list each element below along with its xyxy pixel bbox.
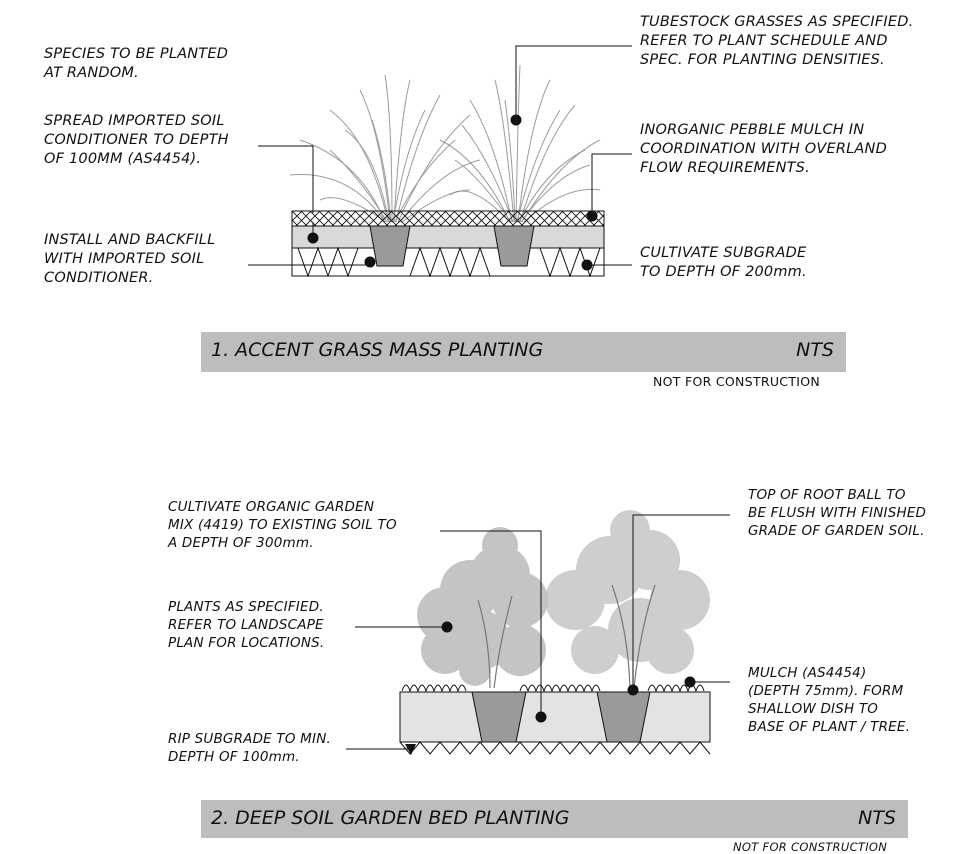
detail1-pot-left <box>369 225 411 267</box>
detail1-pot-right <box>493 225 535 267</box>
detail2-shrub-right <box>545 510 710 674</box>
detail2-mulch-loops <box>401 684 705 693</box>
note-species-random: SPECIES TO BE PLANTED AT RANDOM. <box>44 46 229 81</box>
detail2-scale: NTS <box>858 807 896 829</box>
detail1-grass-clump-left <box>289 74 481 223</box>
note-cultivate-subgrade: CULTIVATE SUBGRADE TO DEPTH OF 200mm. <box>640 245 807 280</box>
detail2-rootball-left <box>471 691 527 743</box>
note-top-of-root-ball: TOP OF ROOT BALL TO BE FLUSH WITH FINISH… <box>748 487 927 539</box>
detail2-title: 2. DEEP SOIL GARDEN BED PLANTING <box>211 807 570 829</box>
detail1-title: 1. ACCENT GRASS MASS PLANTING <box>211 339 544 361</box>
detail2-section <box>346 510 730 755</box>
detail2-subgrade-zigzag <box>399 741 711 755</box>
detail2-callout-dots <box>405 621 696 755</box>
detail1-callout-dots <box>307 114 598 271</box>
detail1-soil-conditioner <box>291 225 605 249</box>
note-pebble-mulch: INORGANIC PEBBLE MULCH IN COORDINATION W… <box>640 122 887 176</box>
detail1-scale: NTS <box>796 339 834 361</box>
note-install-backfill: INSTALL AND BACKFILL WITH IMPORTED SOIL … <box>44 232 216 286</box>
note-rip-subgrade: RIP SUBGRADE TO MIN. DEPTH OF 100mm. <box>168 731 331 765</box>
detail1-subgrade-zigzag-c <box>539 246 601 278</box>
detail2-shrub-left <box>417 527 548 686</box>
note-cultivate-organic-mix: CULTIVATE ORGANIC GARDEN MIX (4419) TO E… <box>168 499 397 551</box>
note-tubestock-grasses: TUBESTOCK GRASSES AS SPECIFIED. REFER TO… <box>640 14 914 68</box>
detail2-shrub-stems <box>477 584 656 689</box>
detail2-not-for-construction: NOT FOR CONSTRUCTION <box>733 840 888 854</box>
detail1-subgrade-zigzag-b <box>409 246 491 278</box>
detail1-section <box>248 45 632 278</box>
note-mulch-as4454: MULCH (AS4454) (DEPTH 75mm). FORM SHALLO… <box>748 665 911 735</box>
detail2-garden-soil <box>399 691 711 743</box>
detail1-title-band: 1. ACCENT GRASS MASS PLANTING NTS <box>201 332 846 372</box>
note-spread-soil-conditioner: SPREAD IMPORTED SOIL CONDITIONER TO DEPT… <box>44 113 229 167</box>
detail1-pebble-mulch <box>291 210 605 227</box>
detail1-not-for-construction: NOT FOR CONSTRUCTION <box>653 374 821 389</box>
note-plants-as-specified: PLANTS AS SPECIFIED. REFER TO LANDSCAPE … <box>168 599 325 651</box>
detail2-leaders <box>346 514 730 750</box>
detail2-title-band: 2. DEEP SOIL GARDEN BED PLANTING NTS <box>201 800 908 838</box>
detail1-grass-clump-right <box>439 64 601 223</box>
detail1-subgrade-zigzag-a <box>297 246 359 278</box>
